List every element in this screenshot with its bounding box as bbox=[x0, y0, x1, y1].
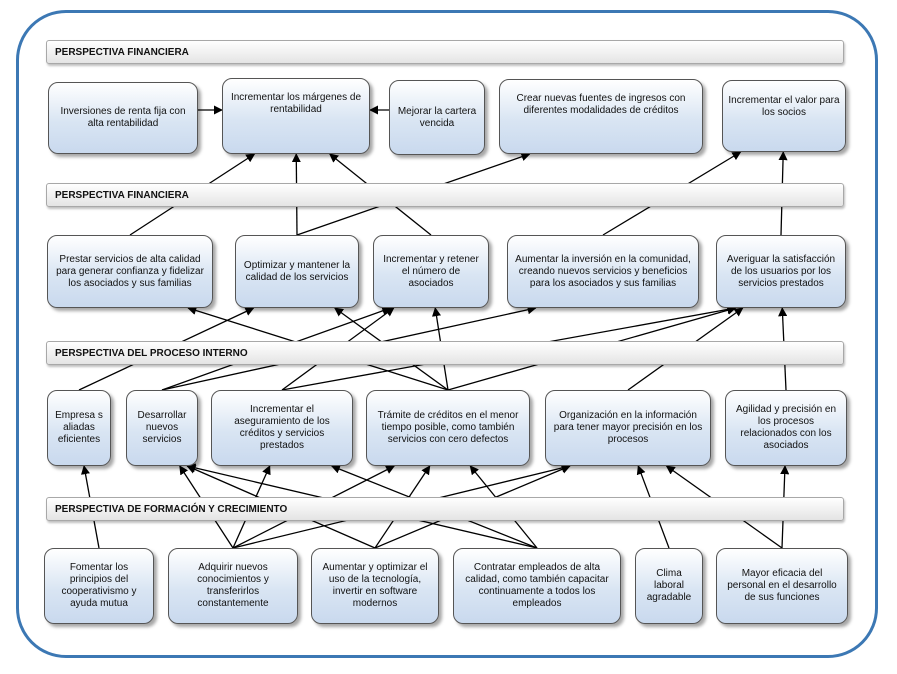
band-perspectiva-formacion-crecimiento: PERSPECTIVA DE FORMACIÓN Y CRECIMIENTO bbox=[46, 497, 844, 521]
node-incrementar-aseguramiento: Incrementar el aseguramiento de los créd… bbox=[211, 390, 353, 466]
node-adquirir-conocimientos: Adquirir nuevos conocimientos y transfer… bbox=[168, 548, 298, 624]
node-incrementar-retener-asociados: Incrementar y retener el número de asoci… bbox=[373, 235, 489, 308]
node-tramite-creditos: Trámite de créditos en el menor tiempo p… bbox=[366, 390, 530, 466]
node-empresas-aliadas: Empresa s aliadas eficientes bbox=[47, 390, 111, 466]
node-agilidad-precision: Agilidad y precisión en los procesos rel… bbox=[725, 390, 847, 466]
node-aumentar-tecnologia: Aumentar y optimizar el uso de la tecnol… bbox=[311, 548, 439, 624]
node-prestar-servicios: Prestar servicios de alta calidad para g… bbox=[47, 235, 213, 308]
band-perspectiva-financiera-1: PERSPECTIVA FINANCIERA bbox=[46, 40, 844, 64]
node-contratar-empleados: Contratar empleados de alta calidad, com… bbox=[453, 548, 621, 624]
node-fomentar-principios: Fomentar los principios del cooperativis… bbox=[44, 548, 154, 624]
node-incrementar-margenes: Incrementar los márgenes de rentabilidad bbox=[222, 78, 370, 154]
node-aumentar-inversion-comunidad: Aumentar la inversión en la comunidad, c… bbox=[507, 235, 699, 308]
node-mejorar-cartera: Mejorar la cartera vencida bbox=[389, 80, 485, 155]
node-incrementar-valor-socios: Incrementar el valor para los socios bbox=[722, 80, 846, 152]
node-inversiones-renta-fija: Inversiones de renta fija con alta renta… bbox=[48, 82, 198, 154]
node-optimizar-calidad: Optimizar y mantener la calidad de los s… bbox=[235, 235, 359, 308]
node-desarrollar-servicios: Desarrollar nuevos servicios bbox=[126, 390, 198, 466]
band-perspectiva-proceso-interno: PERSPECTIVA DEL PROCESO INTERNO bbox=[46, 341, 844, 365]
band-perspectiva-financiera-2: PERSPECTIVA FINANCIERA bbox=[46, 183, 844, 207]
diagram-frame bbox=[16, 10, 878, 658]
node-clima-laboral: Clima laboral agradable bbox=[635, 548, 703, 624]
node-averiguar-satisfaccion: Averiguar la satisfacción de los usuario… bbox=[716, 235, 846, 308]
node-crear-fuentes-ingresos: Crear nuevas fuentes de ingresos con dif… bbox=[499, 79, 703, 154]
node-mayor-eficacia: Mayor eficacia del personal en el desarr… bbox=[716, 548, 848, 624]
node-organizacion-informacion: Organización en la información para tene… bbox=[545, 390, 711, 466]
